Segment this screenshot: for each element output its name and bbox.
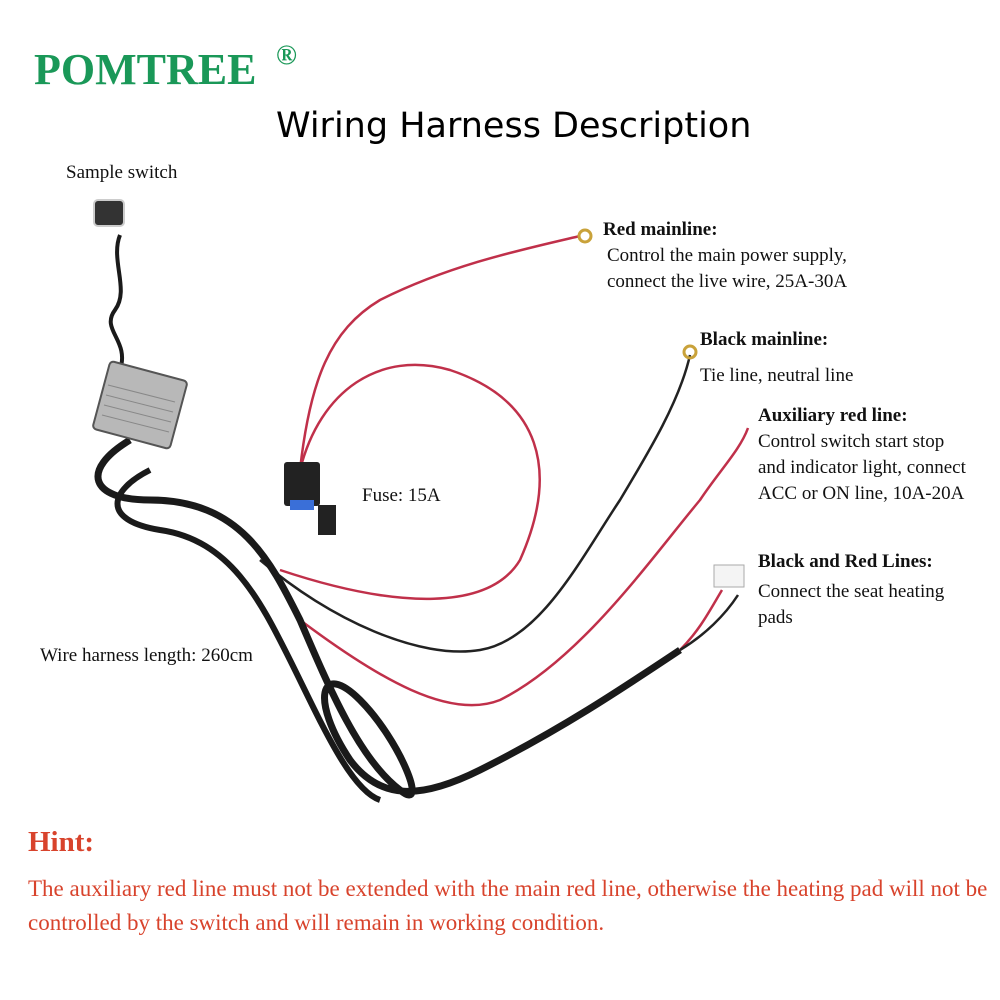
- callout-auxiliary-red: Auxiliary red line: Control switch start…: [758, 403, 966, 507]
- hint-text: The auxiliary red line must not be exten…: [28, 876, 988, 935]
- hint-heading: Hint:: [28, 826, 95, 858]
- sample-switch-image: [93, 199, 125, 227]
- callout-line: Control switch start stop: [758, 431, 945, 452]
- fuse-label: Fuse: 15A: [362, 485, 441, 506]
- red-mainline-terminal: [577, 228, 593, 244]
- callout-heading: Black mainline:: [700, 329, 829, 350]
- callout-line: and indicator light, connect: [758, 457, 966, 478]
- black-mainline-terminal: [682, 344, 698, 360]
- controller-module: [92, 360, 188, 450]
- callout-line: Tie line, neutral line: [700, 365, 854, 386]
- callout-line: pads: [758, 607, 793, 628]
- harness-bundle: [94, 436, 682, 799]
- callout-heading: Red mainline:: [603, 219, 718, 240]
- red-mainline-wire: [298, 234, 581, 471]
- sample-switch-label: Sample switch: [66, 162, 178, 183]
- page-title: Wiring Harness Description: [276, 106, 752, 146]
- switch-cable: [108, 234, 124, 371]
- callout-line: connect the live wire, 25A-30A: [607, 271, 848, 292]
- seat-pad-connector: [713, 564, 745, 588]
- callout-black-mainline: Black mainline: Tie line, neutral line: [700, 327, 853, 389]
- fuse-red-loop: [279, 363, 541, 601]
- callout-line: Control the main power supply,: [607, 245, 847, 266]
- registered-mark: ®: [276, 40, 297, 71]
- fuse-holder: [284, 462, 320, 506]
- callout-line: ACC or ON line, 10A-20A: [758, 483, 965, 504]
- callout-line: Connect the seat heating: [758, 581, 945, 602]
- brand-logo: POMTREE: [34, 45, 257, 94]
- harness-length-label: Wire harness length: 260cm: [40, 645, 253, 666]
- callout-red-mainline: Red mainline: Control the main power sup…: [603, 217, 847, 295]
- black-mainline-wire: [259, 354, 692, 653]
- callout-heading: Auxiliary red line:: [758, 405, 908, 426]
- callout-black-and-red: Black and Red Lines: Connect the seat he…: [758, 549, 944, 631]
- callout-heading: Black and Red Lines:: [758, 551, 933, 572]
- auxiliary-red-wire: [299, 427, 750, 707]
